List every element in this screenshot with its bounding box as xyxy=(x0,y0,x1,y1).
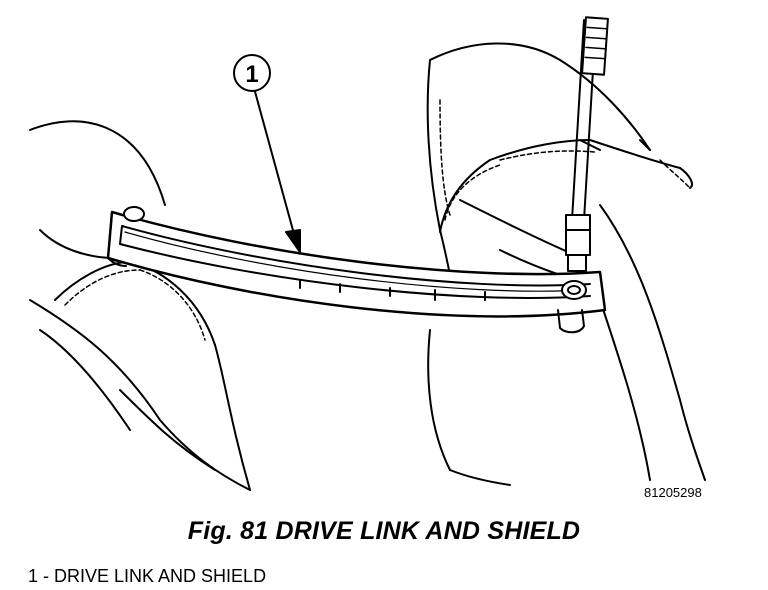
figure-id: 81205298 xyxy=(644,485,702,500)
legend-item: 1 - DRIVE LINK AND SHIELD xyxy=(28,566,267,586)
drive-link-bar xyxy=(106,206,607,334)
left-seat-outline xyxy=(29,120,251,491)
figure-caption: Fig. 81 DRIVE LINK AND SHIELD xyxy=(187,517,581,545)
drive-rod xyxy=(565,16,609,272)
drive-link-illustration: 1 xyxy=(29,16,706,491)
callout-arrow xyxy=(253,87,301,253)
callout-bubble xyxy=(233,54,271,92)
right-seat-outline xyxy=(426,42,706,486)
callout-number: 1 xyxy=(245,61,258,88)
